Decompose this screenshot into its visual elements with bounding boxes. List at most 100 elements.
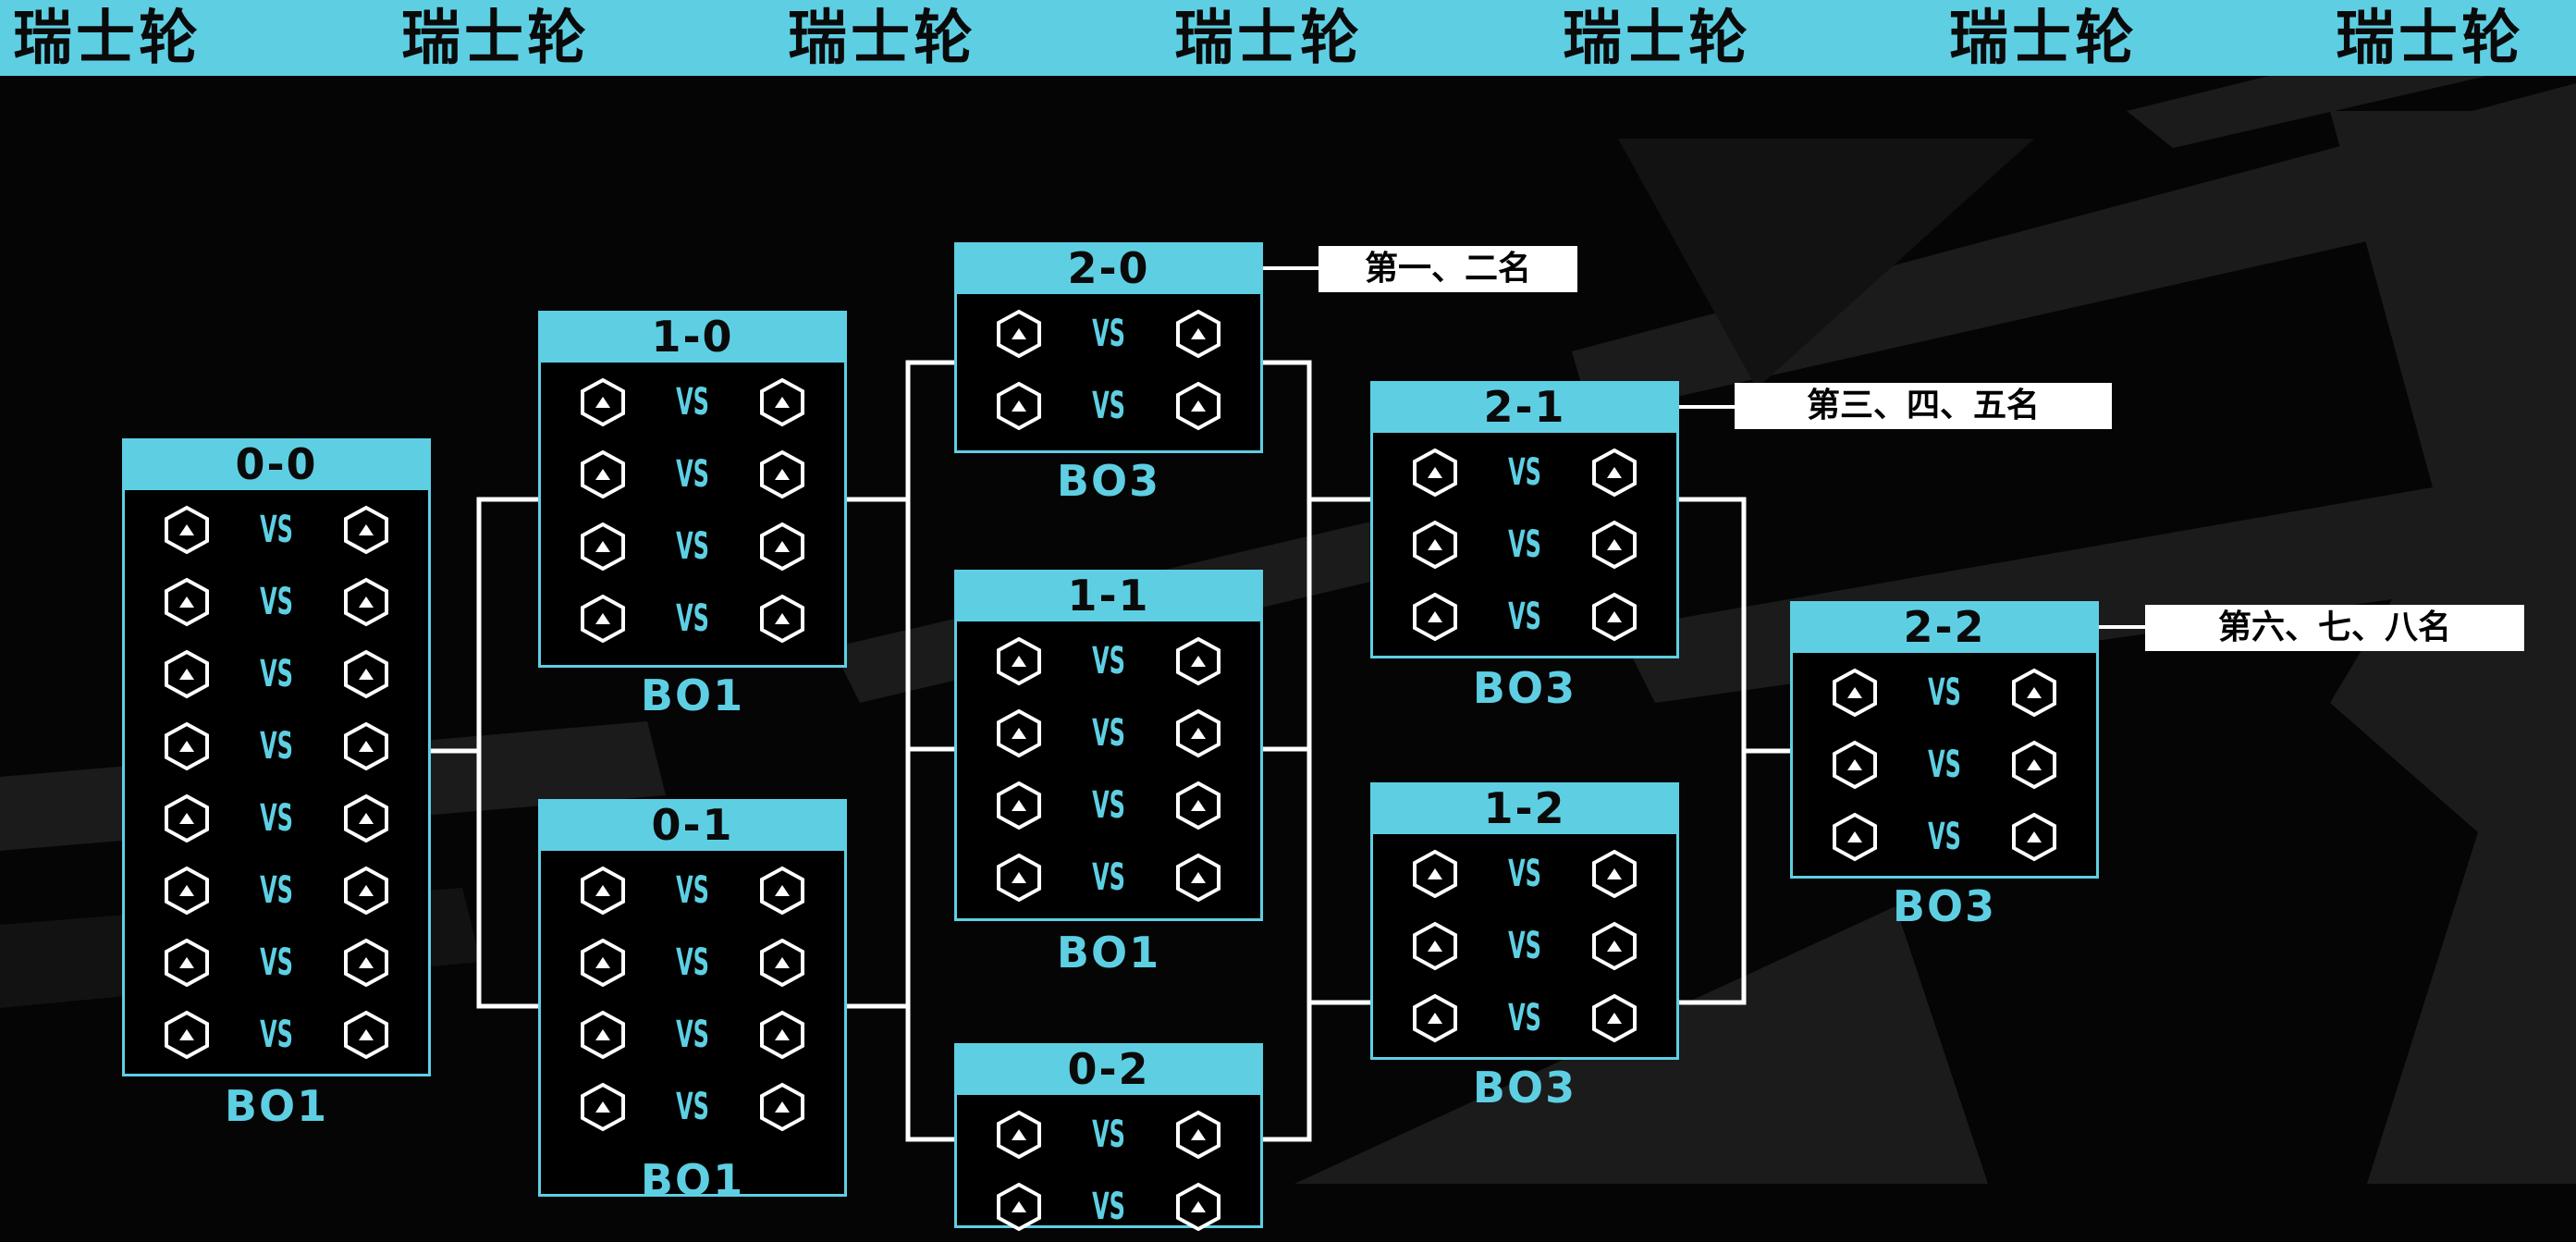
- match-row: VS: [125, 639, 428, 709]
- team-hexagon-icon: [340, 793, 392, 844]
- team-hexagon-icon: [340, 504, 392, 556]
- banner-title: 瑞士轮: [2336, 5, 2524, 73]
- match-row: VS: [957, 842, 1260, 913]
- placement-label-1-2: 第一、二名: [1319, 246, 1577, 292]
- group-record-header: 2-0: [954, 242, 1263, 294]
- match-row: VS: [125, 783, 428, 854]
- team-hexagon-icon: [577, 593, 629, 645]
- group-record-header: 2-2: [1790, 601, 2099, 653]
- match-format-label: BO1: [1056, 928, 1161, 978]
- team-hexagon-icon: [161, 793, 213, 844]
- vs-label: VS: [1092, 640, 1125, 682]
- team-hexagon-icon: [756, 521, 808, 572]
- placement-label-3-5: 第三、四、五名: [1735, 383, 2112, 429]
- team-hexagon-icon: [1172, 380, 1224, 432]
- vs-label: VS: [1092, 712, 1125, 755]
- team-hexagon-icon: [1172, 707, 1224, 759]
- team-hexagon-icon: [1409, 920, 1461, 972]
- match-row: VS: [541, 511, 844, 582]
- vs-label: VS: [1092, 1113, 1125, 1156]
- team-hexagon-icon: [1172, 308, 1224, 360]
- team-hexagon-icon: [993, 308, 1045, 360]
- team-hexagon-icon: [756, 865, 808, 916]
- match-row: VS: [957, 770, 1260, 841]
- vs-label: VS: [1928, 671, 1961, 714]
- match-format-label: BO1: [640, 670, 745, 720]
- team-hexagon-icon: [161, 648, 213, 700]
- team-hexagon-icon: [1829, 811, 1881, 863]
- team-hexagon-icon: [1172, 635, 1224, 687]
- team-hexagon-icon: [756, 593, 808, 645]
- match-row: VS: [1373, 839, 1676, 909]
- vs-label: VS: [260, 725, 293, 768]
- team-hexagon-icon: [1589, 848, 1640, 900]
- team-hexagon-icon: [340, 648, 392, 700]
- vs-label: VS: [1092, 784, 1125, 827]
- group-record-header: 0-0: [122, 438, 431, 490]
- team-hexagon-icon: [340, 1009, 392, 1061]
- banner-title: 瑞士轮: [13, 5, 202, 73]
- team-hexagon-icon: [577, 376, 629, 428]
- vs-label: VS: [676, 941, 709, 984]
- banner-title: 瑞士轮: [788, 5, 976, 73]
- match-row: VS: [957, 371, 1260, 441]
- match-row: VS: [541, 367, 844, 437]
- match-row: VS: [957, 1172, 1260, 1242]
- match-row: VS: [541, 855, 844, 926]
- group-record-header: 1-2: [1370, 782, 1679, 834]
- team-hexagon-icon: [2008, 811, 2060, 863]
- team-hexagon-icon: [993, 635, 1045, 687]
- banner: 瑞士轮 瑞士轮 瑞士轮 瑞士轮 瑞士轮 瑞士轮 瑞士轮: [0, 0, 2576, 76]
- team-hexagon-icon: [1172, 780, 1224, 831]
- team-hexagon-icon: [993, 380, 1045, 432]
- match-format-label: BO1: [640, 1155, 745, 1205]
- match-row: VS: [125, 928, 428, 998]
- team-hexagon-icon: [577, 1081, 629, 1133]
- team-hexagon-icon: [1829, 667, 1881, 719]
- group-record-header: 1-0: [538, 311, 847, 363]
- team-hexagon-icon: [161, 576, 213, 628]
- team-hexagon-icon: [993, 1181, 1045, 1233]
- banner-title: 瑞士轮: [1949, 5, 2138, 73]
- match-format-label: BO3: [1472, 663, 1577, 713]
- team-hexagon-icon: [993, 1109, 1045, 1161]
- vs-label: VS: [1092, 1186, 1125, 1228]
- match-format-label: BO3: [1472, 1063, 1577, 1113]
- vs-label: VS: [1508, 596, 1541, 638]
- vs-label: VS: [1092, 385, 1125, 427]
- team-hexagon-icon: [161, 504, 213, 556]
- vs-label: VS: [260, 1014, 293, 1056]
- team-hexagon-icon: [993, 780, 1045, 831]
- match-row: VS: [125, 855, 428, 926]
- team-hexagon-icon: [577, 1009, 629, 1061]
- match-row: VS: [125, 1000, 428, 1070]
- match-row: VS: [541, 1000, 844, 1070]
- team-hexagon-icon: [1589, 992, 1640, 1044]
- vs-label: VS: [260, 653, 293, 695]
- vs-label: VS: [1508, 451, 1541, 494]
- match-row: VS: [957, 698, 1260, 769]
- vs-label: VS: [676, 1086, 709, 1128]
- match-row: VS: [541, 928, 844, 998]
- team-hexagon-icon: [2008, 739, 2060, 791]
- banner-title: 瑞士轮: [1174, 5, 1363, 73]
- team-hexagon-icon: [756, 937, 808, 989]
- match-row: VS: [1373, 582, 1676, 652]
- team-hexagon-icon: [577, 865, 629, 916]
- team-hexagon-icon: [161, 720, 213, 772]
- team-hexagon-icon: [161, 865, 213, 916]
- match-row: VS: [541, 1072, 844, 1142]
- match-row: VS: [957, 299, 1260, 369]
- team-hexagon-icon: [1589, 519, 1640, 571]
- vs-label: VS: [1092, 856, 1125, 899]
- team-hexagon-icon: [1589, 591, 1640, 643]
- placement-label-6-8: 第六、七、八名: [2145, 605, 2524, 651]
- match-format-label: BO3: [1056, 456, 1161, 506]
- team-hexagon-icon: [577, 449, 629, 500]
- vs-label: VS: [1928, 816, 1961, 858]
- team-hexagon-icon: [161, 1009, 213, 1061]
- team-hexagon-icon: [756, 1009, 808, 1061]
- team-hexagon-icon: [993, 707, 1045, 759]
